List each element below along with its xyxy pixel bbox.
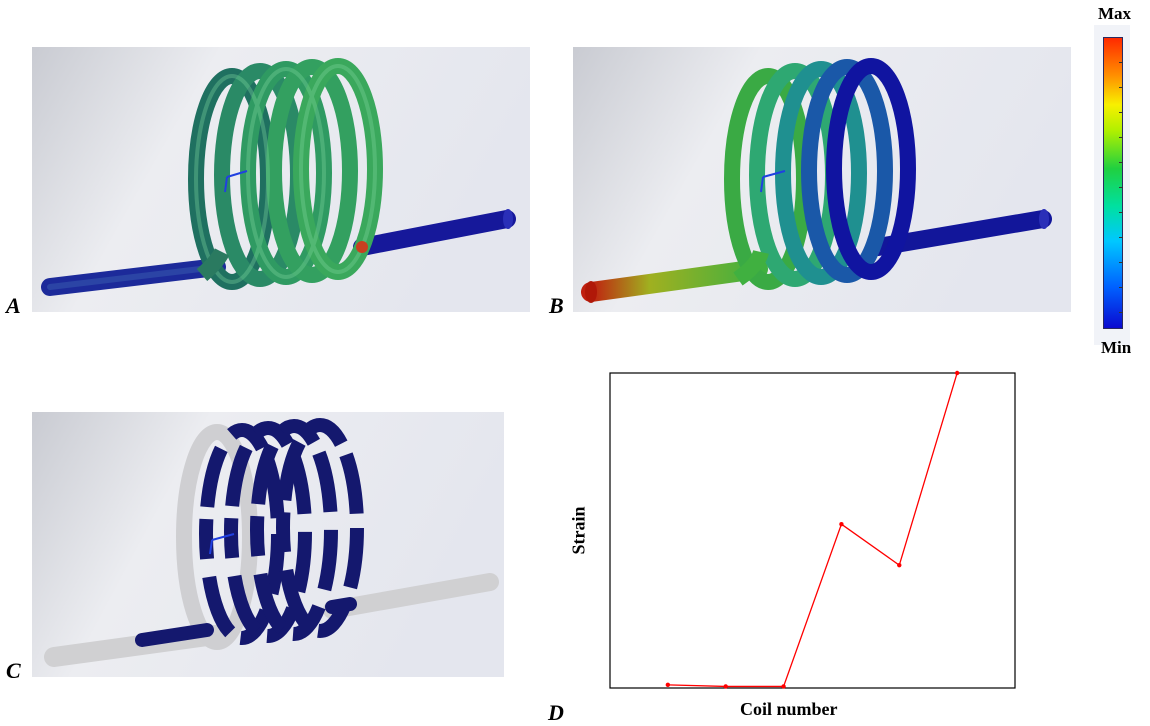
color-scale-max-label: Max (1098, 4, 1132, 23)
panel-label-b: B (549, 293, 564, 318)
x-axis-title: Coil number (740, 699, 838, 719)
color-scale-tick (1119, 212, 1123, 213)
color-scale-tick (1119, 87, 1123, 88)
data-point-6 (954, 370, 960, 376)
color-scale-min-label: Min (1101, 338, 1132, 357)
data-point-4 (839, 522, 844, 527)
color-scale-tick (1119, 162, 1123, 163)
panel-b-simulation (573, 47, 1071, 312)
color-scale-bar (1103, 37, 1123, 329)
panel-label-a: A (6, 293, 21, 318)
strain-chart-plot (609, 370, 1016, 689)
color-scale-tick (1119, 112, 1123, 113)
color-scale-tick (1119, 187, 1123, 188)
color-scale-tick (1119, 262, 1123, 263)
panel-c-simulation (32, 412, 504, 677)
data-point-1 (665, 682, 671, 688)
data-point-5 (897, 562, 902, 568)
plot-frame (609, 372, 1016, 689)
panel-a-simulation (32, 47, 530, 312)
strain-chart: Coil number Strain (560, 360, 1040, 726)
color-scale-tick (1119, 287, 1123, 288)
data-point-3 (781, 684, 786, 689)
series-line (667, 372, 958, 688)
color-scale-tick (1119, 312, 1123, 313)
panel-label-d: D (548, 700, 564, 725)
color-scale-tick (1119, 62, 1123, 63)
panel-label-c: C (6, 658, 21, 683)
color-scale-tick (1119, 137, 1123, 138)
color-scale-tick (1119, 237, 1123, 238)
data-point-2 (723, 684, 728, 689)
y-axis-title: Strain (568, 506, 589, 555)
